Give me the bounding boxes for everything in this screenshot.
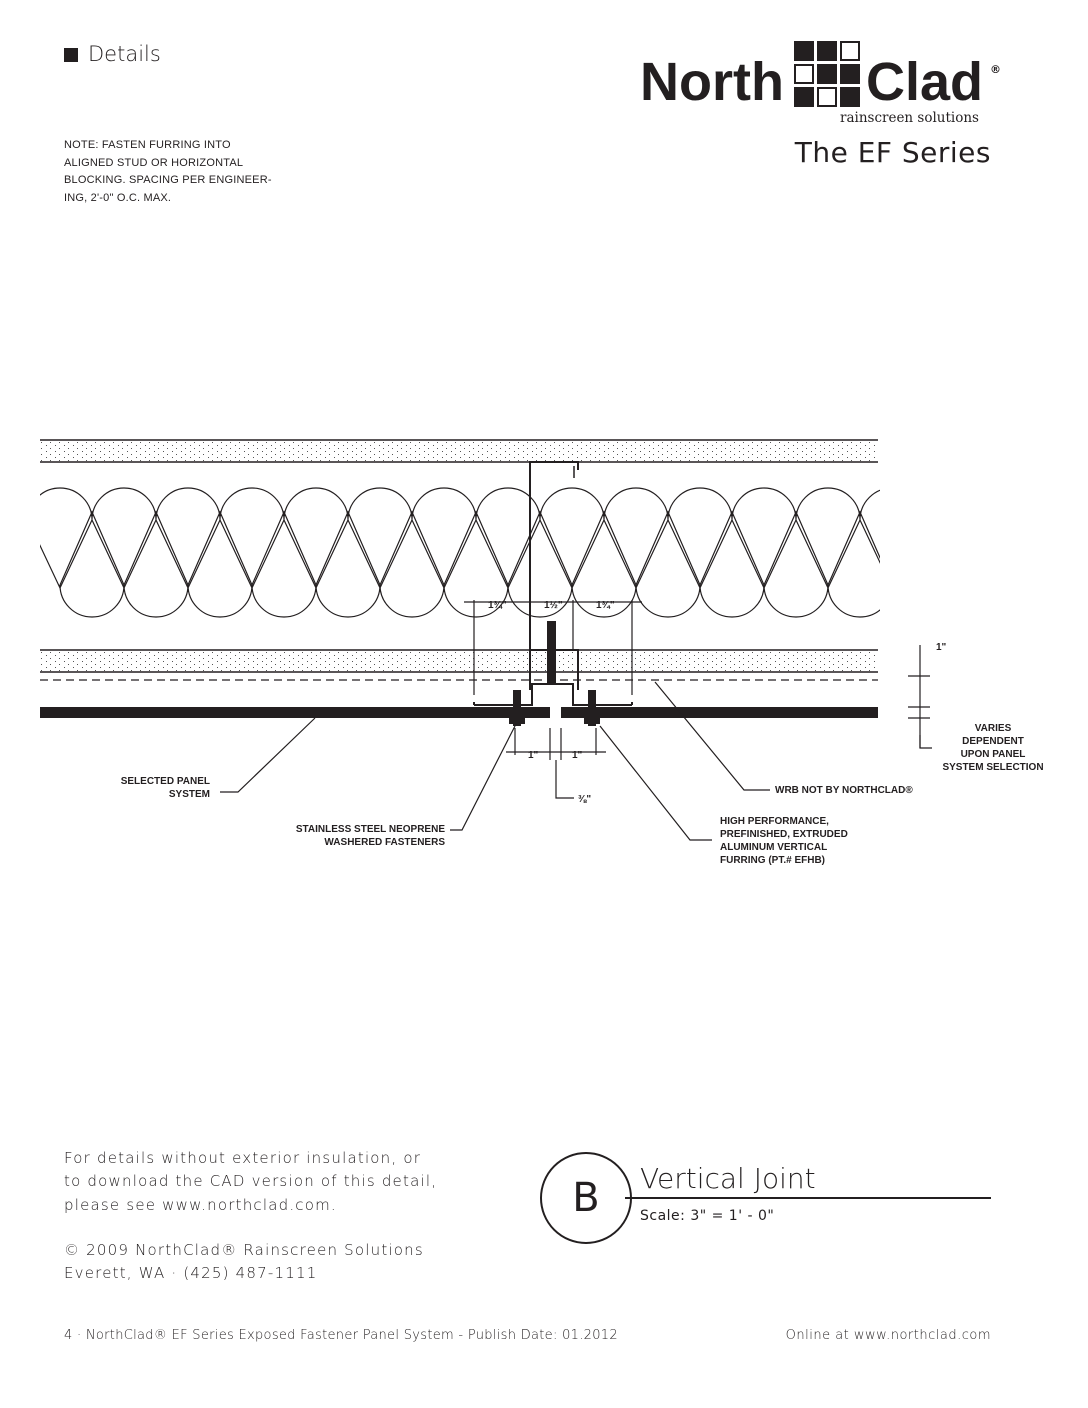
footer-left: 4 · NorthClad® EF Series Exposed Fastene…	[64, 1328, 618, 1343]
svg-text:PREFINISHED, EXTRUDED: PREFINISHED, EXTRUDED	[720, 829, 848, 840]
fastening-note: NOTE: FASTEN FURRING INTO ALIGNED STUD O…	[64, 137, 272, 207]
svg-text:1": 1"	[572, 750, 583, 761]
svg-text:STAINLESS STEEL NEOPRENE: STAINLESS STEEL NEOPRENE	[296, 824, 445, 835]
panel-system	[40, 707, 878, 718]
callout-labels: SELECTED PANEL SYSTEM STAINLESS STEEL NE…	[121, 723, 1044, 866]
rigid-insulation-board	[40, 649, 878, 681]
svg-text:SELECTED PANEL: SELECTED PANEL	[121, 776, 210, 787]
insulation-loops	[40, 487, 880, 618]
batt-insulation	[40, 487, 880, 618]
note-line: ING, 2'-0" O.C. MAX.	[64, 191, 172, 204]
svg-text:SYSTEM SELECTION: SYSTEM SELECTION	[942, 762, 1043, 773]
dimension-text: 1¾" 1½" 1¾" 1" 1" 1" ⅜"	[488, 600, 947, 805]
footer-website[interactable]: Online at www.northclad.com	[785, 1328, 991, 1343]
svg-text:1½": 1½"	[544, 600, 563, 611]
detail-scale: Scale: 3" = 1' - 0"	[640, 1208, 775, 1224]
logo-registered: ®	[990, 63, 1001, 76]
info-line: For details without exterior insulation,…	[64, 1149, 422, 1167]
series-title: The EF Series	[794, 136, 991, 169]
section-square-icon	[64, 48, 78, 62]
dimension-lines	[220, 600, 932, 841]
svg-text:FURRING (PT.# EFHB): FURRING (PT.# EFHB)	[720, 855, 825, 866]
info-line: to download the CAD version of this deta…	[64, 1172, 438, 1190]
svg-text:SYSTEM: SYSTEM	[169, 789, 210, 800]
fasteners	[509, 690, 600, 726]
svg-text:ALUMINUM VERTICAL: ALUMINUM VERTICAL	[720, 842, 827, 853]
note-line: ALIGNED STUD OR HORIZONTAL	[64, 156, 244, 169]
svg-text:UPON PANEL: UPON PANEL	[961, 749, 1026, 760]
svg-text:WASHERED FASTENERS: WASHERED FASTENERS	[324, 837, 445, 848]
vertical-furring	[473, 683, 633, 706]
sheathing-top	[40, 439, 878, 463]
logo-grid-icon	[794, 41, 860, 107]
logo-north: North	[640, 52, 784, 112]
section-heading: Details	[88, 42, 161, 66]
info-line: please see www.northclad.com.	[64, 1196, 337, 1214]
logo-tagline: rainscreen solutions	[840, 110, 979, 126]
svg-text:DEPENDENT: DEPENDENT	[962, 736, 1024, 747]
detail-letter: B	[540, 1152, 632, 1244]
copyright-line: © 2009 NorthClad® Rainscreen Solutions	[64, 1241, 424, 1259]
note-line: BLOCKING. SPACING PER ENGINEER-	[64, 174, 272, 186]
detail-title: Vertical Joint	[640, 1162, 816, 1195]
svg-text:WRB NOT BY NORTHCLAD®: WRB NOT BY NORTHCLAD®	[775, 785, 913, 796]
svg-text:1": 1"	[528, 750, 539, 761]
svg-text:⅜": ⅜"	[578, 794, 591, 805]
steel-stud	[529, 461, 579, 690]
svg-text:1¾": 1¾"	[596, 600, 615, 611]
note-line: NOTE: FASTEN FURRING INTO	[64, 139, 231, 151]
title-rule	[625, 1197, 991, 1199]
logo-clad: Clad	[866, 52, 984, 112]
svg-text:1": 1"	[936, 642, 947, 653]
svg-text:VARIES: VARIES	[975, 723, 1012, 734]
svg-text:HIGH PERFORMANCE,: HIGH PERFORMANCE,	[720, 816, 829, 827]
address-line: Everett, WA · (425) 487-1111	[64, 1264, 318, 1282]
svg-text:1¾": 1¾"	[488, 600, 507, 611]
